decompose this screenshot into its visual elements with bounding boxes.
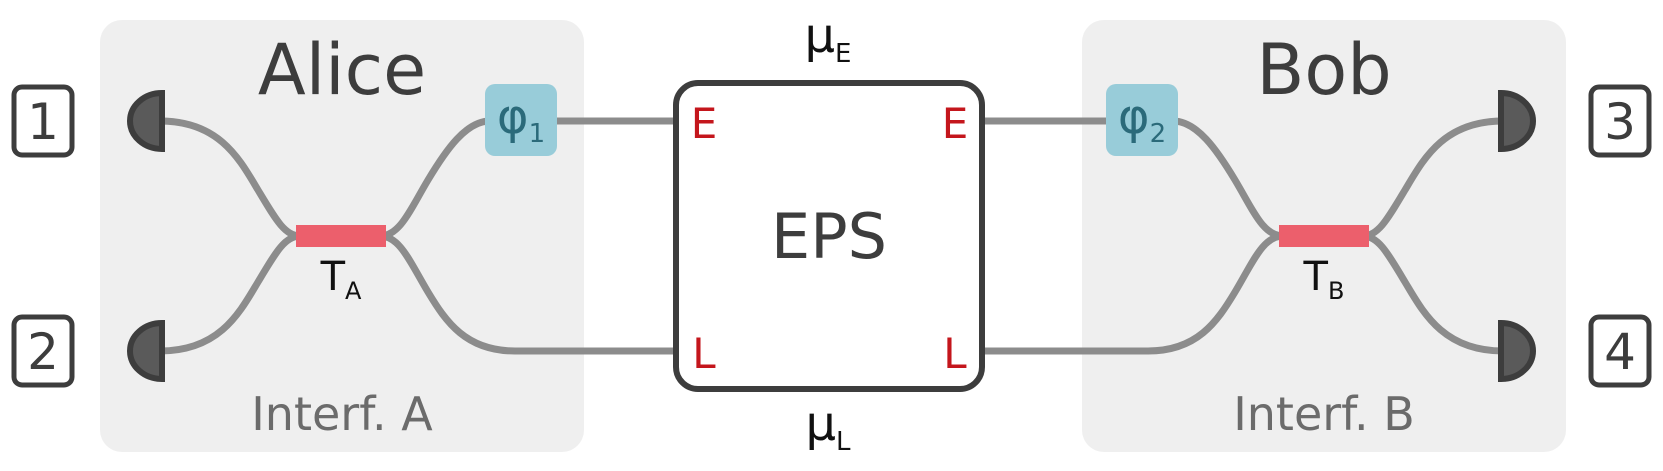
alice-beam-splitter bbox=[296, 225, 386, 247]
alice-title: Alice bbox=[258, 29, 426, 111]
output-port-1 bbox=[11, 84, 75, 158]
alice-fiber-late bbox=[376, 232, 682, 355]
bob-caption: Interf. B bbox=[1233, 387, 1415, 441]
detector-1-icon bbox=[127, 89, 165, 153]
output-port-3 bbox=[1588, 84, 1652, 158]
bob-fiber-to-detector-4 bbox=[1359, 232, 1507, 355]
alice-fiber-to-detector-2 bbox=[156, 232, 304, 355]
detector-2-icon bbox=[127, 319, 165, 383]
mu-late-label: μL bbox=[805, 396, 851, 457]
alice-fiber-to-detector-1 bbox=[156, 117, 304, 240]
eps-source-box bbox=[673, 80, 985, 392]
eps-port-early-right: E bbox=[942, 99, 969, 148]
bob-bs-label: TB bbox=[1303, 254, 1345, 305]
alice-phase-label: φ1 bbox=[497, 89, 545, 149]
bob-title: Bob bbox=[1256, 29, 1391, 111]
output-port-1-label: 1 bbox=[27, 93, 59, 151]
eps-label: EPS bbox=[771, 200, 887, 273]
output-port-2 bbox=[11, 314, 75, 388]
bob-phase-shifter bbox=[1106, 84, 1178, 156]
eps-port-late-left: L bbox=[692, 329, 716, 378]
detector-4-icon bbox=[1498, 319, 1536, 383]
mu-early-label: μE bbox=[805, 8, 852, 69]
alice-caption: Interf. A bbox=[251, 387, 433, 441]
alice-fiber-to-phase bbox=[376, 117, 494, 240]
bob-beam-splitter bbox=[1279, 225, 1369, 247]
output-port-4-label: 4 bbox=[1604, 323, 1636, 381]
bob-fiber-late bbox=[981, 232, 1287, 355]
output-port-4 bbox=[1588, 314, 1652, 388]
bob-fiber-from-phase bbox=[1169, 117, 1287, 240]
eps-port-early-left: E bbox=[691, 99, 718, 148]
bob-phase-label: φ2 bbox=[1118, 89, 1166, 149]
alice-bs-label: TA bbox=[320, 254, 362, 305]
output-port-3-label: 3 bbox=[1604, 93, 1636, 151]
detector-3-icon bbox=[1498, 89, 1536, 153]
alice-phase-shifter bbox=[485, 84, 557, 156]
bob-fiber-to-detector-3 bbox=[1359, 117, 1507, 240]
eps-port-late-right: L bbox=[943, 329, 967, 378]
output-port-2-label: 2 bbox=[27, 323, 59, 381]
